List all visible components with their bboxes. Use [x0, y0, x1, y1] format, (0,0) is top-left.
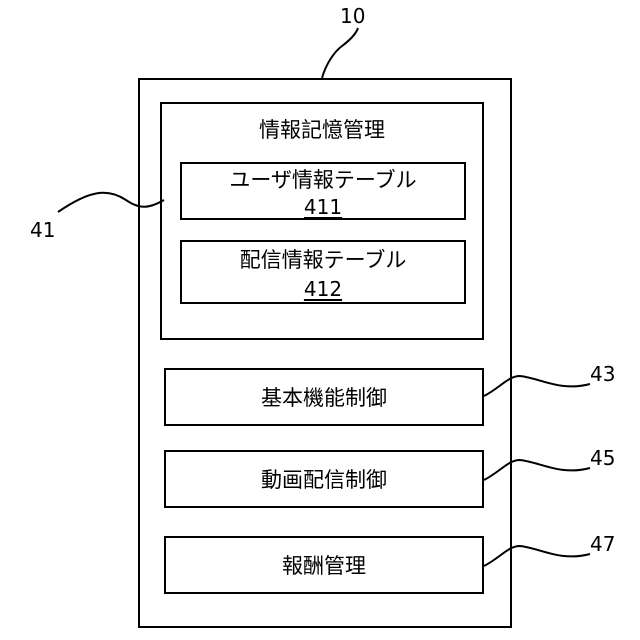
delivery-info-table-ref: 412 — [304, 277, 342, 301]
leader-line-10 — [322, 28, 358, 78]
delivery-info-table-box: 配信情報テーブル 412 — [180, 240, 466, 304]
ref-storage: 41 — [30, 220, 55, 240]
ref-device: 10 — [340, 6, 365, 26]
video-delivery-control-box: 動画配信制御 — [164, 450, 484, 508]
basic-function-control-box: 基本機能制御 — [164, 368, 484, 426]
basic-function-control-label: 基本機能制御 — [166, 388, 482, 409]
video-delivery-control-label: 動画配信制御 — [166, 470, 482, 491]
user-info-table-ref: 411 — [304, 195, 342, 219]
user-info-table-box: ユーザ情報テーブル 411 — [180, 162, 466, 220]
reward-management-label: 報酬管理 — [166, 556, 482, 577]
delivery-info-table-label: 配信情報テーブル — [182, 250, 464, 271]
ref-module-reward: 47 — [590, 534, 615, 554]
storage-management-box: 情報記憶管理 — [160, 102, 484, 340]
ref-module-video: 45 — [590, 448, 615, 468]
reward-management-box: 報酬管理 — [164, 536, 484, 594]
storage-management-title: 情報記憶管理 — [162, 120, 482, 141]
user-info-table-label: ユーザ情報テーブル — [182, 170, 464, 191]
ref-module-basic: 43 — [590, 364, 615, 384]
